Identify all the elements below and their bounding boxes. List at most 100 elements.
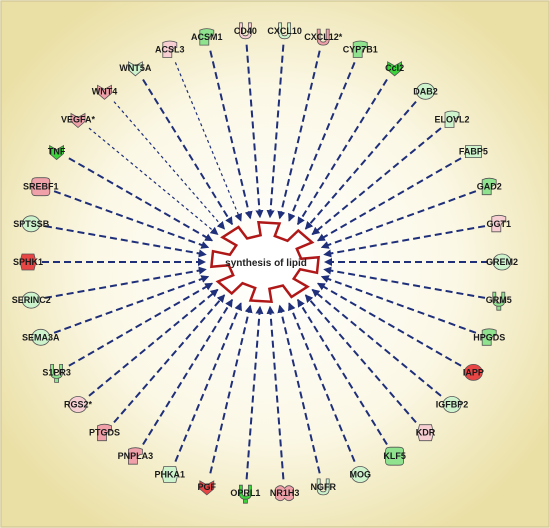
- node-shape-other: [21, 215, 41, 233]
- node-shape-kinase: [161, 466, 179, 483]
- edge-iapp: [316, 282, 462, 367]
- node-label: KLF5: [383, 451, 406, 461]
- node-oprl1[interactable]: OPRL1: [230, 484, 260, 504]
- node-shape-enzyme: [491, 214, 507, 233]
- edge-ngfr: [277, 304, 321, 474]
- node-cd40[interactable]: CD40: [234, 22, 257, 40]
- node-sptssb[interactable]: SPTSSB: [13, 215, 50, 233]
- node-grm5[interactable]: GRM5: [486, 291, 512, 311]
- node-cxcl10[interactable]: CXCL10: [267, 22, 302, 40]
- node-ngfr[interactable]: NGFR: [310, 478, 336, 496]
- node-label: HPGDS: [473, 332, 505, 342]
- edge-dab2: [304, 100, 417, 230]
- edge-nr1h3: [266, 305, 285, 480]
- node-label: IAPP: [463, 367, 484, 377]
- node-label: GAD2: [477, 182, 502, 192]
- node-shape-other: [350, 466, 370, 483]
- node-sema3a[interactable]: SEMA3A: [22, 328, 60, 346]
- node-s1pr3[interactable]: S1PR3: [42, 363, 71, 383]
- node-shape-cytokine: [199, 480, 215, 496]
- node-shape-other: [492, 253, 512, 271]
- node-tnf[interactable]: TNF: [48, 144, 66, 161]
- node-shape-kinase: [417, 424, 434, 442]
- node-label: CXCL10: [267, 26, 302, 36]
- edge-vegfa-: [88, 127, 219, 236]
- edge-sptssb: [44, 225, 207, 258]
- node-mog[interactable]: MOG: [349, 466, 371, 483]
- center-function-shape: [210, 220, 320, 304]
- node-phka1[interactable]: PHKA1: [155, 466, 186, 483]
- node-shape-enzyme: [352, 40, 368, 58]
- node-label: CD40: [234, 26, 257, 36]
- node-cyp7b1[interactable]: CYP7B1: [343, 40, 378, 58]
- node-hpgds[interactable]: HPGDS: [473, 328, 505, 346]
- node-label: CXCL12*: [304, 32, 343, 42]
- edge-srebf1: [53, 190, 210, 249]
- edge-klf5: [296, 298, 388, 446]
- edge-fabp5: [316, 157, 462, 242]
- node-vegfa-[interactable]: VEGFA*: [61, 112, 96, 129]
- node-label: GREM2: [486, 257, 518, 267]
- node-pnpla3[interactable]: PNPLA3: [118, 447, 154, 465]
- node-igfbp2[interactable]: IGFBP2: [436, 396, 469, 413]
- node-srebf1[interactable]: SREBF1: [23, 177, 59, 197]
- edge-mog: [288, 302, 356, 462]
- edge-serinc2: [44, 266, 207, 299]
- node-acsm1[interactable]: ACSM1: [191, 28, 223, 46]
- node-shape-cytokine: [49, 144, 64, 161]
- node-rgs2-[interactable]: RGS2*: [64, 396, 93, 413]
- edge-hpgds: [320, 275, 477, 334]
- node-label: VEGFA*: [61, 115, 96, 125]
- node-nr1h3[interactable]: NR1H3: [270, 485, 300, 502]
- node-shape-enzyme: [444, 110, 460, 128]
- node-shape-kinase: [19, 253, 37, 271]
- node-shape-cytokine: [387, 61, 403, 77]
- node-pgf[interactable]: PGF: [198, 480, 217, 496]
- node-label: SERINC2: [12, 295, 51, 305]
- center-label: synthesis of lipid: [225, 258, 307, 269]
- node-ccl2[interactable]: Ccl2: [385, 61, 404, 77]
- node-shape-receptor-y: [316, 478, 330, 496]
- node-fabp5[interactable]: FABP5: [459, 145, 488, 159]
- node-cxcl12-[interactable]: CXCL12*: [304, 28, 343, 46]
- node-iapp[interactable]: IAPP: [463, 363, 484, 381]
- node-klf5[interactable]: KLF5: [383, 446, 406, 466]
- node-shape-transporter: [464, 145, 482, 159]
- node-elovl2[interactable]: ELOVL2: [434, 110, 470, 128]
- node-shape-other: [31, 328, 51, 346]
- node-label: S1PR3: [42, 367, 71, 377]
- edge-pnpla3: [142, 298, 234, 446]
- node-label: WNT5A: [119, 63, 151, 73]
- node-shape-other: [68, 396, 88, 413]
- node-shape-gpcr: [50, 363, 63, 383]
- node-shape-other: [416, 82, 435, 100]
- node-label: PGF: [198, 482, 217, 492]
- node-label: GRM5: [486, 295, 512, 305]
- edge-sema3a: [53, 275, 210, 334]
- node-shape-cytokine: [70, 112, 86, 129]
- node-kdr[interactable]: KDR: [416, 424, 436, 442]
- node-label: NR1H3: [270, 488, 300, 498]
- node-label: Ccl2: [385, 63, 404, 73]
- nodes-layer: CXCL10CXCL12*CYP7B1Ccl2DAB2ELOVL2FABP5GA…: [12, 22, 518, 504]
- node-sphk1[interactable]: SPHK1: [13, 253, 43, 271]
- node-shape-other: [463, 363, 483, 381]
- node-ptgds[interactable]: PTGDS: [89, 423, 120, 442]
- node-shape-tf: [31, 177, 51, 197]
- node-gad2[interactable]: GAD2: [477, 177, 502, 196]
- node-grem2[interactable]: GREM2: [486, 253, 518, 271]
- node-shape-enzyme: [97, 423, 112, 442]
- center-node[interactable]: synthesis of lipid: [210, 220, 320, 304]
- node-shape-gpcr: [492, 291, 506, 311]
- edge-gad2: [320, 190, 477, 249]
- node-wnt5a[interactable]: WNT5A: [119, 61, 152, 77]
- node-wnt4[interactable]: WNT4: [92, 84, 118, 100]
- node-ggt1[interactable]: GGT1: [487, 214, 512, 233]
- node-label: MOG: [349, 470, 371, 480]
- node-label: SPHK1: [13, 257, 43, 267]
- edge-elovl2: [311, 127, 442, 236]
- node-dab2[interactable]: DAB2: [413, 82, 438, 100]
- node-acsl3[interactable]: ACSL3: [155, 40, 185, 58]
- node-serinc2[interactable]: SERINC2: [12, 291, 51, 309]
